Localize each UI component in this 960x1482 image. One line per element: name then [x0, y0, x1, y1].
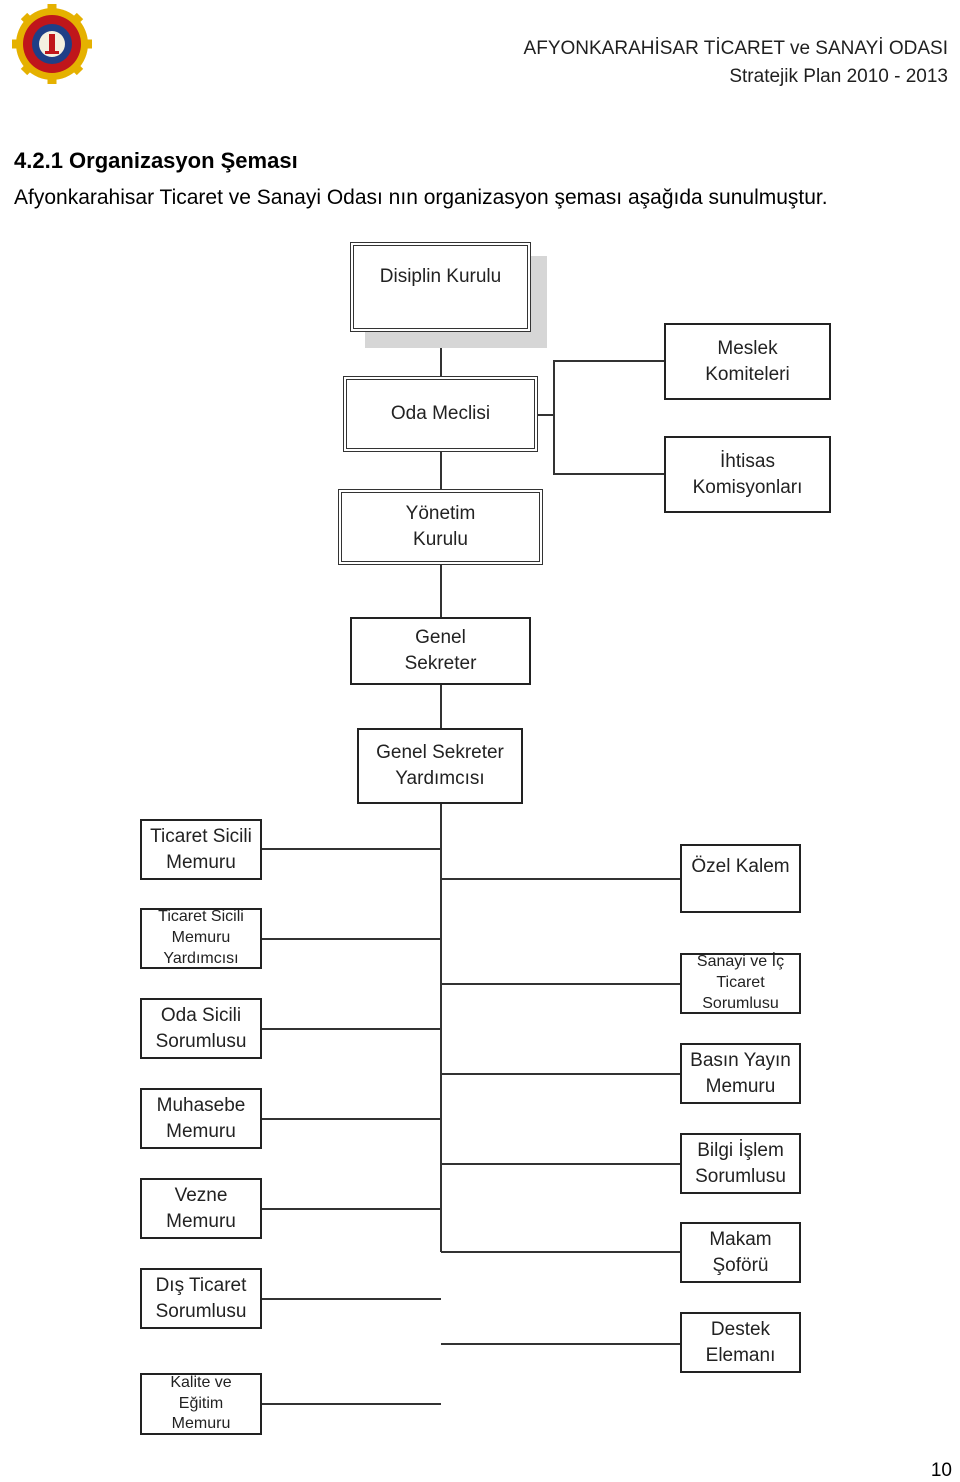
- box-gs-yardimcisi: Genel Sekreter Yardımcısı: [357, 728, 523, 804]
- to-ihtisas: [553, 473, 665, 475]
- spine-top: [440, 330, 442, 380]
- box-vezne-memuru: Vezne Memuru: [140, 1178, 262, 1239]
- branch-left-2: [261, 938, 441, 940]
- branch-left-1: [261, 848, 441, 850]
- branch-right-2: [441, 983, 681, 985]
- spine-lower: [440, 803, 442, 1252]
- box-bilgi-islem-sorumlusu: Bilgi İşlem Sorumlusu: [680, 1133, 801, 1194]
- box-oda-sicili-sorumlusu: Oda Sicili Sorumlusu: [140, 998, 262, 1059]
- box-yonetim-kurulu: Yönetim Kurulu: [338, 489, 543, 565]
- spine-yonetim-gs: [440, 563, 442, 619]
- box-ticaret-sicili-memuru: Ticaret Sicili Memuru: [140, 819, 262, 880]
- box-disiplin-kurulu: Disiplin Kurulu: [350, 242, 531, 332]
- spine-gs-yard: [440, 684, 442, 730]
- branch-left-3: [261, 1028, 441, 1030]
- box-oda-meclisi: Oda Meclisi: [343, 376, 538, 452]
- box-sanayi-ic-ticaret: Sanayi ve İç Ticaret Sorumlusu: [680, 953, 801, 1014]
- branch-left-6: [261, 1298, 441, 1300]
- branch-left-7: [261, 1403, 441, 1405]
- chamber-seal-icon: [12, 4, 92, 84]
- box-kalite-egitim-memuru: Kalite ve Eğitim Memuru: [140, 1373, 262, 1435]
- spine-meclis-yonetim: [440, 450, 442, 492]
- box-dis-ticaret-sorumlusu: Dış Ticaret Sorumlusu: [140, 1268, 262, 1329]
- section-heading: 4.2.1 Organizasyon Şeması: [14, 148, 298, 173]
- box-genel-sekreter: Genel Sekreter: [350, 617, 531, 685]
- branch-right-6: [441, 1343, 681, 1345]
- branch-left-5: [261, 1208, 441, 1210]
- branch-right-5: [441, 1251, 681, 1253]
- box-destek-elemani: Destek Elemanı: [680, 1312, 801, 1373]
- plan-period: Stratejik Plan 2010 - 2013: [729, 66, 948, 87]
- organization-name: AFYONKARAHİSAR TİCARET ve SANAYİ ODASI: [523, 38, 948, 59]
- box-ticaret-sicili-yardimcisi: Ticaret Sicili Memuru Yardımcısı: [140, 908, 262, 969]
- branch-left-4: [261, 1118, 441, 1120]
- box-ihtisas-komisyonlari: İhtisas Komisyonları: [664, 436, 831, 513]
- branch-right-4: [441, 1163, 681, 1165]
- box-basin-yayin-memuru: Basın Yayın Memuru: [680, 1043, 801, 1104]
- box-muhasebe-memuru: Muhasebe Memuru: [140, 1088, 262, 1149]
- page-number: 10: [930, 1460, 952, 1481]
- box-meslek-komiteleri: Meslek Komiteleri: [664, 323, 831, 400]
- box-makam-soforu: Makam Şoförü: [680, 1222, 801, 1283]
- branch-right-1: [441, 878, 681, 880]
- to-meslek: [553, 360, 665, 362]
- branch-right-3: [441, 1073, 681, 1075]
- box-ozel-kalem: Özel Kalem: [680, 844, 801, 913]
- committee-bracket: [553, 360, 555, 474]
- section-intro: Afyonkarahisar Ticaret ve Sanayi Odası n…: [14, 186, 828, 209]
- meclis-to-bracket: [536, 414, 554, 416]
